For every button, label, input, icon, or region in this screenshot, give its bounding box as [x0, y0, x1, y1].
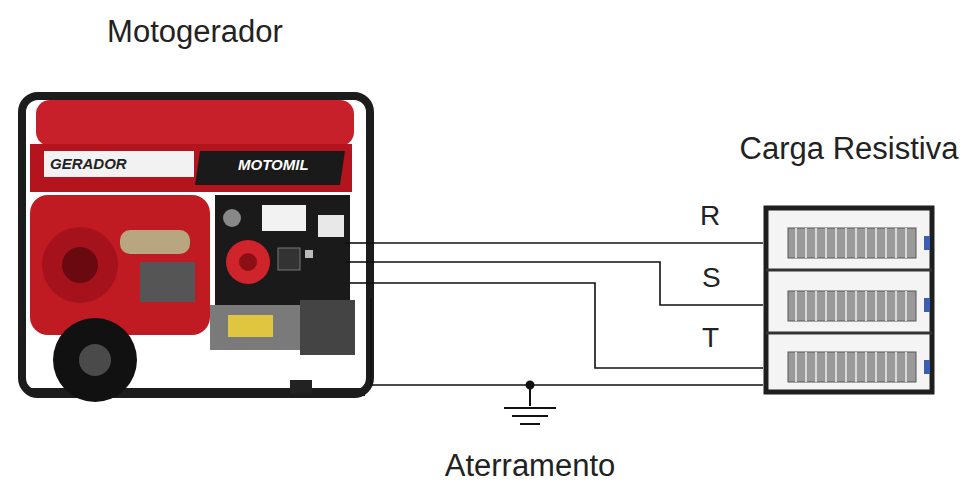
wire	[375, 283, 763, 368]
brand-text: GERADOR	[50, 155, 127, 172]
load-node: Carga Resistiva	[763, 205, 935, 395]
phase-label: T	[700, 323, 721, 354]
load-bank-picture	[766, 208, 932, 392]
generator-node: Motogerador	[15, 90, 375, 410]
wire-stub	[345, 243, 375, 385]
phase-label: R	[698, 201, 722, 232]
node-heading: Carga Resistiva	[740, 131, 959, 167]
generator-picture	[22, 96, 370, 402]
phase-label: S	[700, 263, 723, 294]
brand-text: MOTOMIL	[238, 156, 309, 173]
ground-symbol	[504, 382, 556, 425]
wire	[375, 384, 763, 386]
wire	[375, 242, 763, 244]
ground-label: Aterramento	[445, 448, 616, 484]
node-heading: Motogerador	[107, 14, 283, 50]
